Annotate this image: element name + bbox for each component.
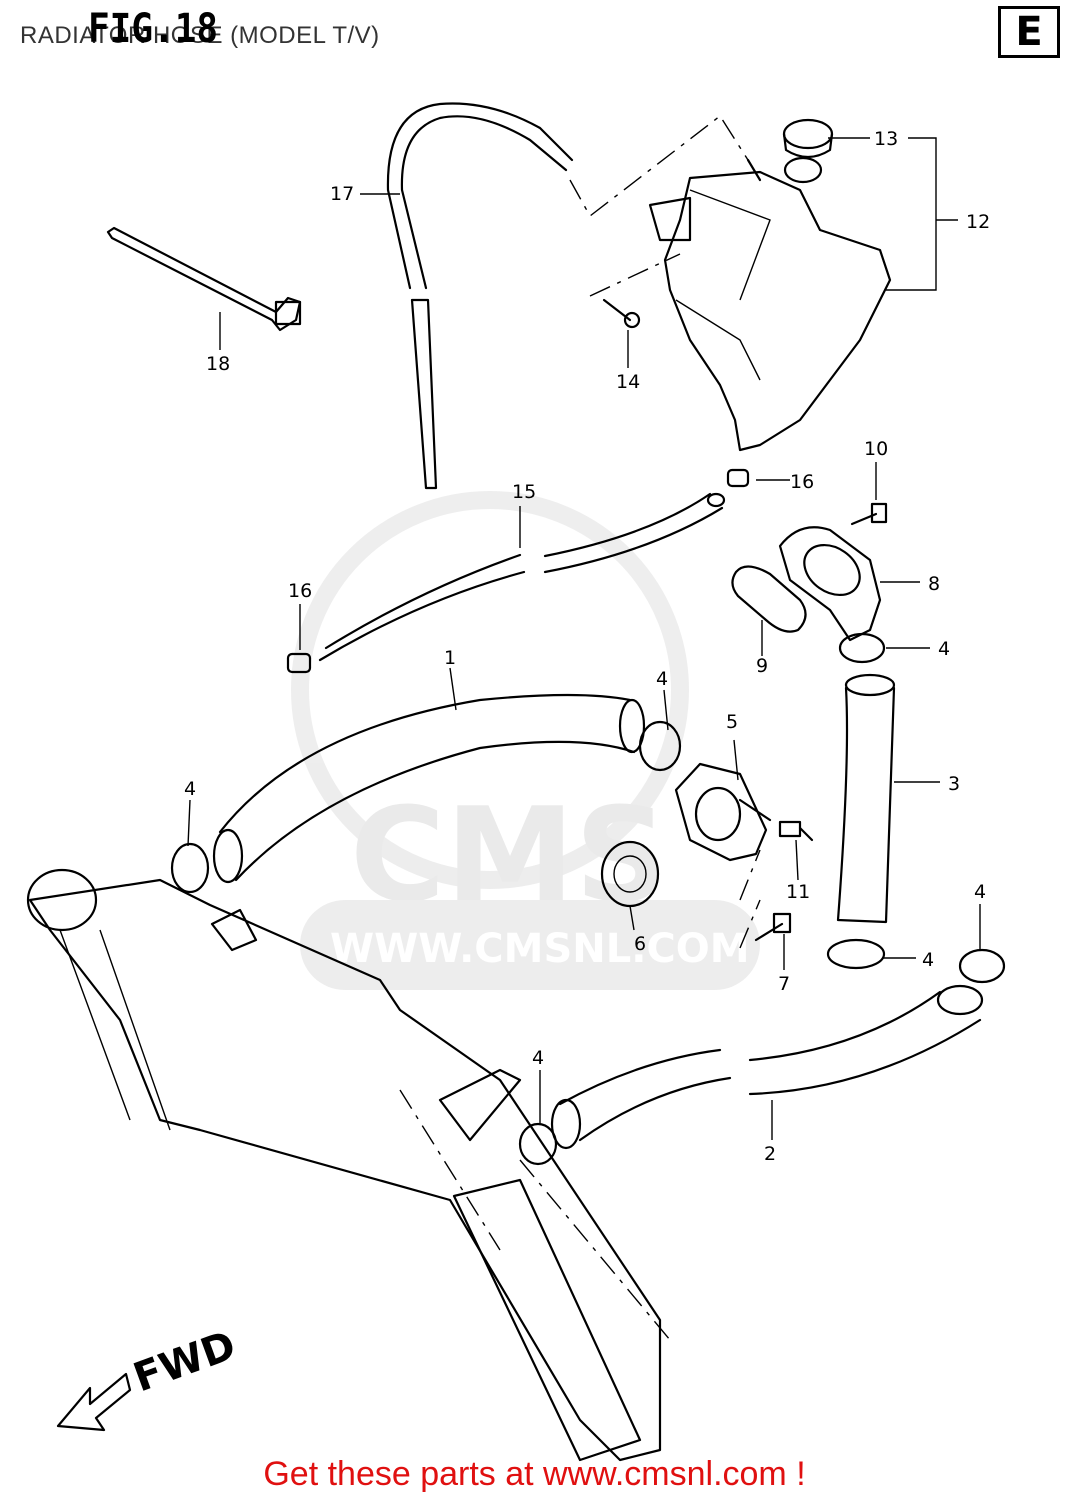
callout-7: 7 <box>778 973 790 995</box>
part-5-thermostat-housing <box>674 762 772 862</box>
callout-3: 3 <box>948 773 960 795</box>
section-letter-box: E <box>998 6 1060 58</box>
callout-1: 1 <box>444 647 456 669</box>
part-2-hose <box>550 984 984 1150</box>
part-16-clip-lower <box>286 652 312 674</box>
callout-4-left: 4 <box>184 778 196 800</box>
figure-number: FIG.18 <box>88 6 219 52</box>
watermark-url: WWW.CMSNL.COM <box>330 926 750 972</box>
callout-2: 2 <box>764 1143 776 1165</box>
part-11-temp-sensor <box>778 820 814 842</box>
part-16-clip-upper <box>726 468 750 488</box>
forward-arrow: FWD <box>56 1322 242 1432</box>
callout-5: 5 <box>726 711 738 733</box>
callout-9: 9 <box>756 655 768 677</box>
part-13-tank-cap <box>782 118 834 159</box>
callout-10: 10 <box>864 438 888 460</box>
callout-12: 12 <box>966 211 990 233</box>
part-1-hose <box>212 693 646 884</box>
diagram-subtitle: RADIATOR HOSE (MODEL T/V) <box>20 22 380 49</box>
leader-lines <box>187 114 981 1341</box>
callout-17: 17 <box>330 183 354 205</box>
part-10-bolt <box>850 502 888 526</box>
watermark: CMS WWW.CMSNL.COM <box>291 491 760 990</box>
footer-link[interactable]: Get these parts at www.cmsnl.com ! <box>263 1455 806 1493</box>
part-9-o-ring <box>731 565 807 633</box>
callout-15: 15 <box>512 481 536 503</box>
callout-18: 18 <box>206 353 230 375</box>
callout-labels: 13 12 17 18 14 10 16 15 8 16 4 9 1 4 5 3… <box>184 128 990 1165</box>
callout-6: 6 <box>634 933 646 955</box>
part-17-hose <box>386 102 574 490</box>
callout-11: 11 <box>786 881 810 903</box>
part-14-bolt <box>602 298 641 329</box>
callout-16-upper: 16 <box>790 471 814 493</box>
callout-16-lower: 16 <box>288 580 312 602</box>
callout-4-right-top: 4 <box>974 881 986 903</box>
callout-13: 13 <box>874 128 898 150</box>
callout-4-lower: 4 <box>532 1047 544 1069</box>
part-18-bracket <box>106 226 302 332</box>
radiator <box>26 868 662 1462</box>
part-12-reservoir-tank <box>648 156 892 452</box>
callout-14: 14 <box>616 371 640 393</box>
fwd-label: FWD <box>128 1322 242 1401</box>
callout-4-upper: 4 <box>656 668 668 690</box>
part-7-bolt <box>754 912 792 942</box>
callout-8: 8 <box>928 573 940 595</box>
callout-4-thermo: 4 <box>938 638 950 660</box>
part-15-hose <box>318 492 726 662</box>
callout-4-middle: 4 <box>922 949 934 971</box>
part-8-thermostat-cover <box>778 526 882 642</box>
part-3-hose <box>836 673 896 924</box>
part-4-clamps <box>170 632 1006 1166</box>
